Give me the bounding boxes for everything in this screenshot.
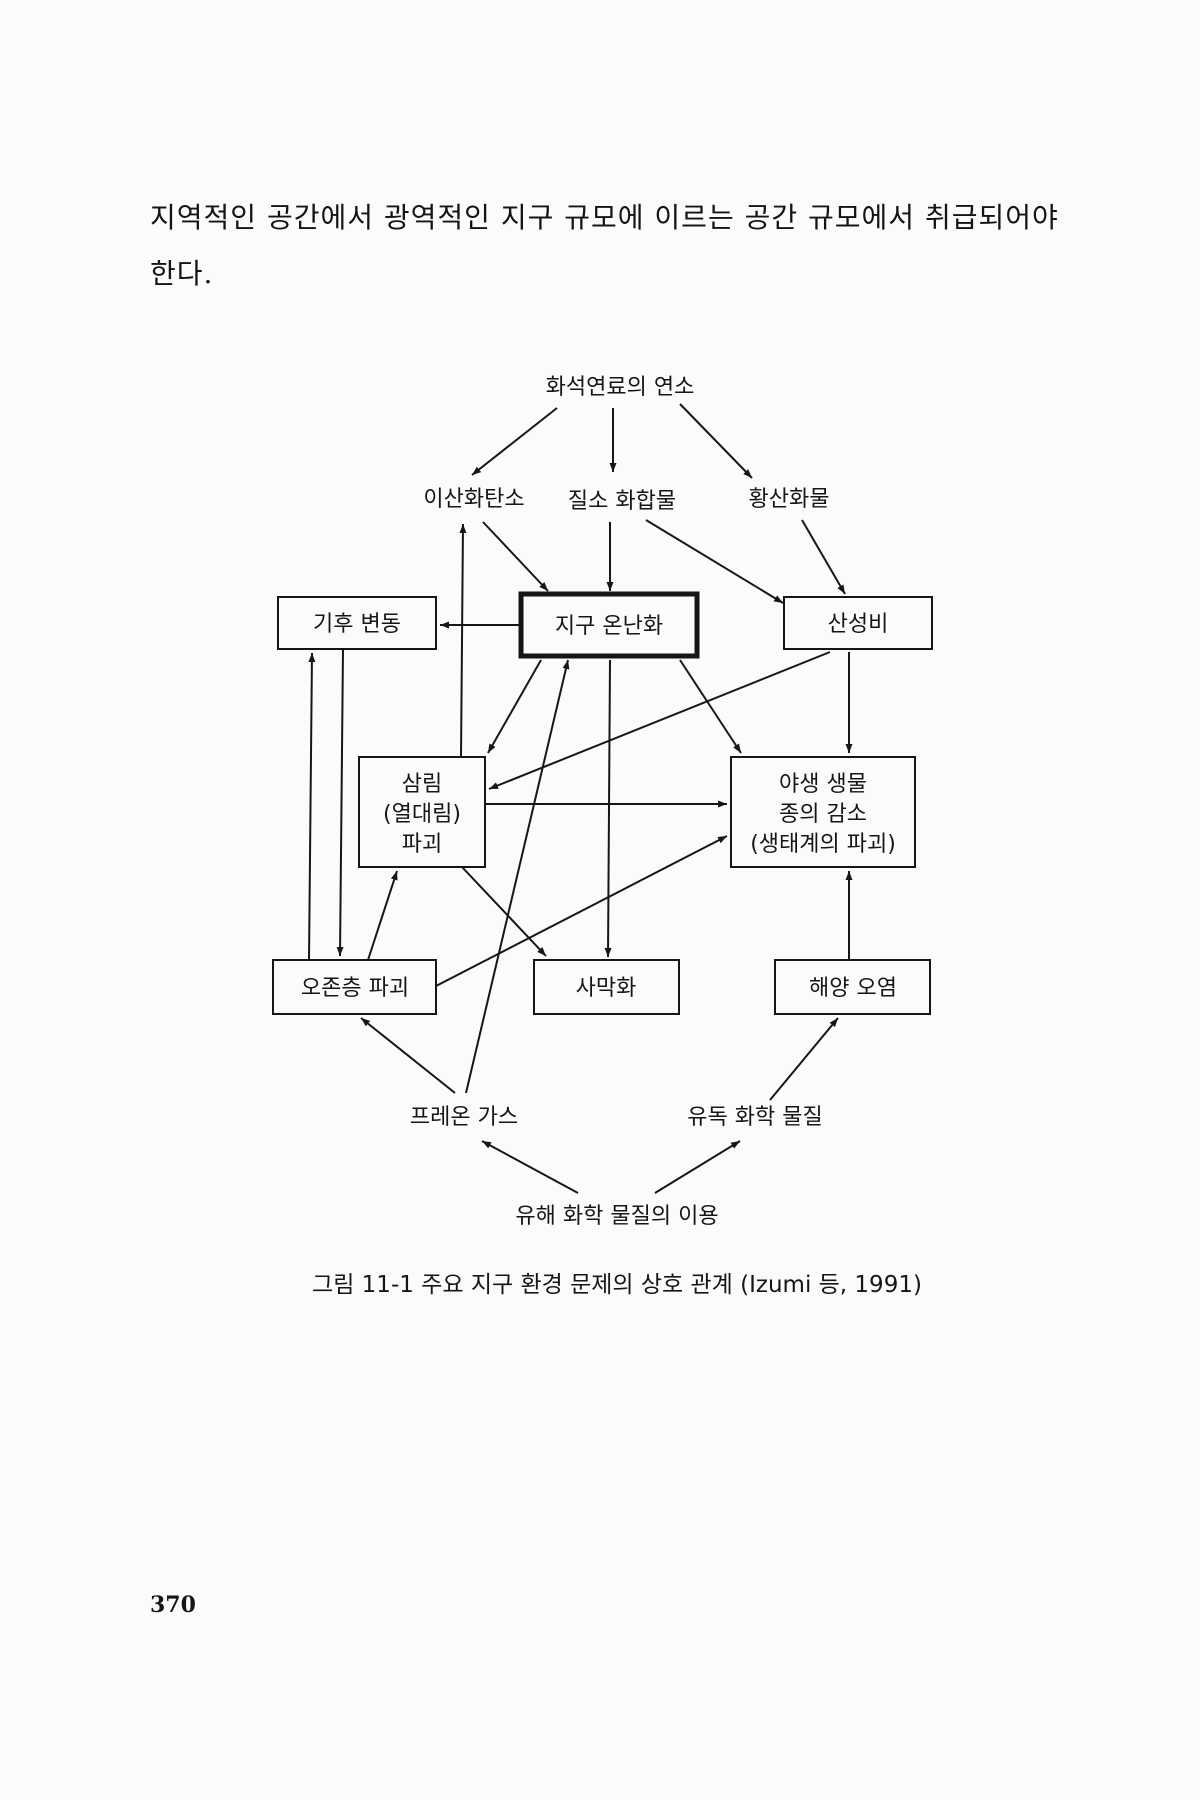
page-number: 370 [150,1592,196,1618]
node-forest-line2: (열대림) [383,802,461,827]
forest-box [358,756,486,868]
node-hazardous-use: 유해 화학 물질의 이용 [515,1204,718,1229]
node-ozone: 오존층 파괴 [301,976,409,1001]
arrow-ozone-to-wildlife [435,835,728,987]
body-paragraph: 지역적인 공간에서 광역적인 지구 규모에 이르는 공간 규모에서 취급되어야 … [150,201,1059,290]
arrow-acid-rain-to-forest [488,651,831,790]
node-nitrogen: 질소 화합물 [568,489,676,514]
node-acid-rain: 산성비 [828,612,889,637]
node-wildlife-line1: 야생 생물 [779,772,867,797]
arrow-toxic-to-ocean [769,1017,839,1101]
node-freon: 프레온 가스 [410,1105,518,1130]
ozone-box [272,959,437,1015]
node-fossil-fuel: 화석연료의 연소 [546,375,695,400]
wildlife-box [730,756,916,868]
arrow-ozone-to-forest [367,870,398,961]
node-climate: 기후 변동 [313,612,401,637]
arrow-use-to-freon [481,1140,579,1194]
node-warming: 지구 온난화 [555,614,663,639]
node-wildlife-line3: (생태계의 파괴) [750,832,896,857]
climate-box [277,596,437,650]
arrow-warming-to-wildlife [679,659,742,754]
arrow-warming-to-desert [604,659,612,958]
arrow-freon-to-ozone [360,1017,456,1094]
node-ocean: 해양 오염 [809,976,897,1001]
arrow-forest-to-desert [461,866,547,957]
figure-caption: 그림 11-1 주요 지구 환경 문제의 상호 관계 (Izumi 등, 199… [312,1272,922,1298]
arrow-fossil-to-co2 [471,407,558,476]
arrow-forest-to-co2 [459,523,467,758]
acid-rain-box [783,596,933,650]
node-forest-line1: 삼림 [402,772,442,797]
arrow-freon-to-warming [465,659,570,1094]
node-wildlife-line2: 종의 감소 [779,802,867,827]
node-sulfur: 황산화물 [749,487,830,512]
ocean-box [774,959,931,1015]
node-toxic: 유독 화학 물질 [687,1105,822,1130]
node-forest-line3: 파괴 [402,832,442,857]
arrow-climate-to-ozone [336,648,344,957]
arrow-warming-to-forest [487,659,542,754]
arrow-co2-to-warming [482,521,549,592]
arrow-ozone-to-climate [308,652,316,961]
arrow-sulfur-to-acid-rain [801,519,846,595]
node-co2: 이산화탄소 [423,487,524,512]
arrow-fossil-to-sulfur [679,403,753,479]
arrow-nitrogen-to-acid-rain [645,519,784,604]
node-desert: 사막화 [576,976,637,1001]
desert-box [533,959,680,1015]
arrow-use-to-toxic [654,1140,741,1194]
